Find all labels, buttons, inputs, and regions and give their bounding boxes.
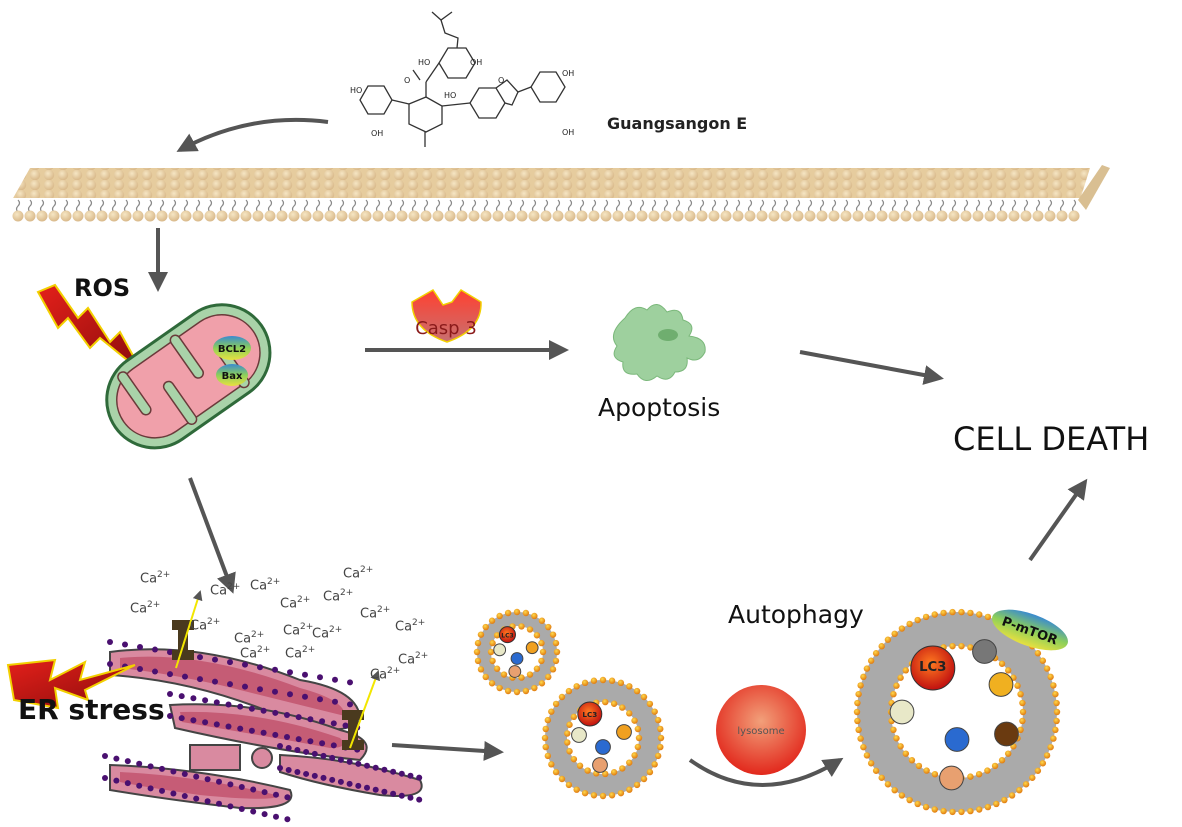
lc3-protein: LC3	[910, 645, 956, 691]
svg-text:OH: OH	[371, 129, 383, 138]
mito-to-er-arrow	[188, 477, 236, 594]
er-stress-lightning-icon	[6, 658, 136, 710]
caspase-3-enzyme: Casp 3	[411, 289, 482, 343]
svg-text:BCL2: BCL2	[218, 344, 246, 355]
svg-text:HO: HO	[350, 86, 362, 95]
calcium-ion-label: Ca2+	[370, 666, 401, 683]
guangsangon-e-structure	[359, 11, 566, 147]
er-to-autophagosome-arrow	[391, 740, 504, 761]
chem-atom-labels: HO OH HO OH HO OH OH O O	[350, 58, 574, 138]
compound-name: Guangsangon E	[607, 114, 748, 133]
svg-text:HO: HO	[418, 58, 430, 67]
cargo-particle	[616, 724, 632, 740]
calcium-ion-label: Ca2+	[398, 651, 429, 668]
calcium-ion-label: Ca2+	[210, 582, 241, 599]
svg-text:LC3: LC3	[582, 710, 597, 719]
calcium-ion-label: Ca2+	[240, 645, 271, 662]
svg-text:lysosome: lysosome	[737, 726, 784, 737]
ros-lightning-icon	[36, 283, 143, 373]
svg-text:OH: OH	[562, 69, 574, 78]
bax-protein: Bax	[216, 364, 248, 386]
autophagy-to-death-arrow	[1028, 478, 1088, 562]
cell-membrane	[12, 165, 1110, 222]
phagophore-vesicle: LC3	[473, 608, 561, 696]
lc3-protein: LC3	[498, 626, 516, 644]
cargo-particle	[510, 652, 524, 665]
ros-label: ROS	[74, 274, 131, 302]
mitochondrion	[105, 303, 272, 450]
cargo-particle	[994, 721, 1019, 747]
lysosome: lysosome	[716, 685, 806, 775]
apoptosis-label: Apoptosis	[598, 393, 721, 422]
svg-text:LC3: LC3	[501, 633, 513, 640]
svg-text:Casp 3: Casp 3	[415, 318, 477, 339]
calcium-ion-label: Ca2+	[312, 625, 343, 642]
cargo-particle	[972, 639, 997, 664]
cargo-particle	[939, 765, 964, 791]
apoptotic-cell-icon	[612, 304, 706, 381]
calcium-ion-label: Ca2+	[283, 622, 314, 639]
autophagosome: LC3	[541, 676, 665, 800]
calcium-ion-label: Ca2+	[395, 618, 426, 635]
apoptosis-to-death-arrow	[799, 350, 944, 385]
svg-text:O: O	[498, 76, 504, 85]
entry-arrow	[176, 117, 329, 152]
er-stress-label: ER stress	[18, 693, 165, 726]
calcium-ion-label: Ca2+	[130, 600, 161, 617]
cargo-particle	[525, 641, 539, 655]
lc3-protein: LC3	[577, 701, 603, 727]
svg-text:O: O	[404, 76, 410, 85]
svg-text:LC3: LC3	[919, 660, 946, 675]
svg-text:OH: OH	[470, 58, 482, 67]
calcium-ion-label: Ca2+	[323, 588, 354, 605]
cargo-particle	[595, 739, 611, 755]
endoplasmic-reticulum	[102, 639, 423, 823]
cargo-particle	[571, 727, 587, 743]
calcium-ion-label: Ca2+	[343, 565, 374, 582]
calcium-ion-label: Ca2+	[280, 595, 311, 612]
cell-death-label: CELL DEATH	[953, 420, 1150, 458]
calcium-channel-1	[172, 590, 203, 669]
svg-text:HO: HO	[444, 91, 456, 100]
cargo-particle	[493, 643, 507, 657]
cargo-particle	[592, 757, 608, 773]
cargo-particle	[944, 727, 970, 752]
svg-text:Bax: Bax	[222, 371, 243, 382]
autophagy-label: Autophagy	[728, 600, 864, 629]
calcium-ion-label: Ca2+	[234, 630, 265, 647]
bcl2-protein: BCL2	[213, 336, 251, 360]
cargo-particle	[508, 665, 522, 678]
svg-text:OH: OH	[562, 128, 574, 137]
calcium-channel-2	[342, 670, 380, 750]
lysosome-fusion-arrow	[688, 757, 844, 787]
calcium-ion-label: Ca2+	[250, 577, 281, 594]
calcium-ion-label: Ca2+	[140, 570, 171, 587]
cargo-particle	[988, 672, 1014, 697]
calcium-ion-label: Ca2+	[285, 645, 316, 662]
calcium-ion-label: Ca2+	[360, 605, 391, 622]
autolysosome: LC3	[853, 608, 1061, 816]
calcium-ion-label: Ca2+	[190, 617, 221, 634]
cargo-particle	[889, 699, 915, 725]
